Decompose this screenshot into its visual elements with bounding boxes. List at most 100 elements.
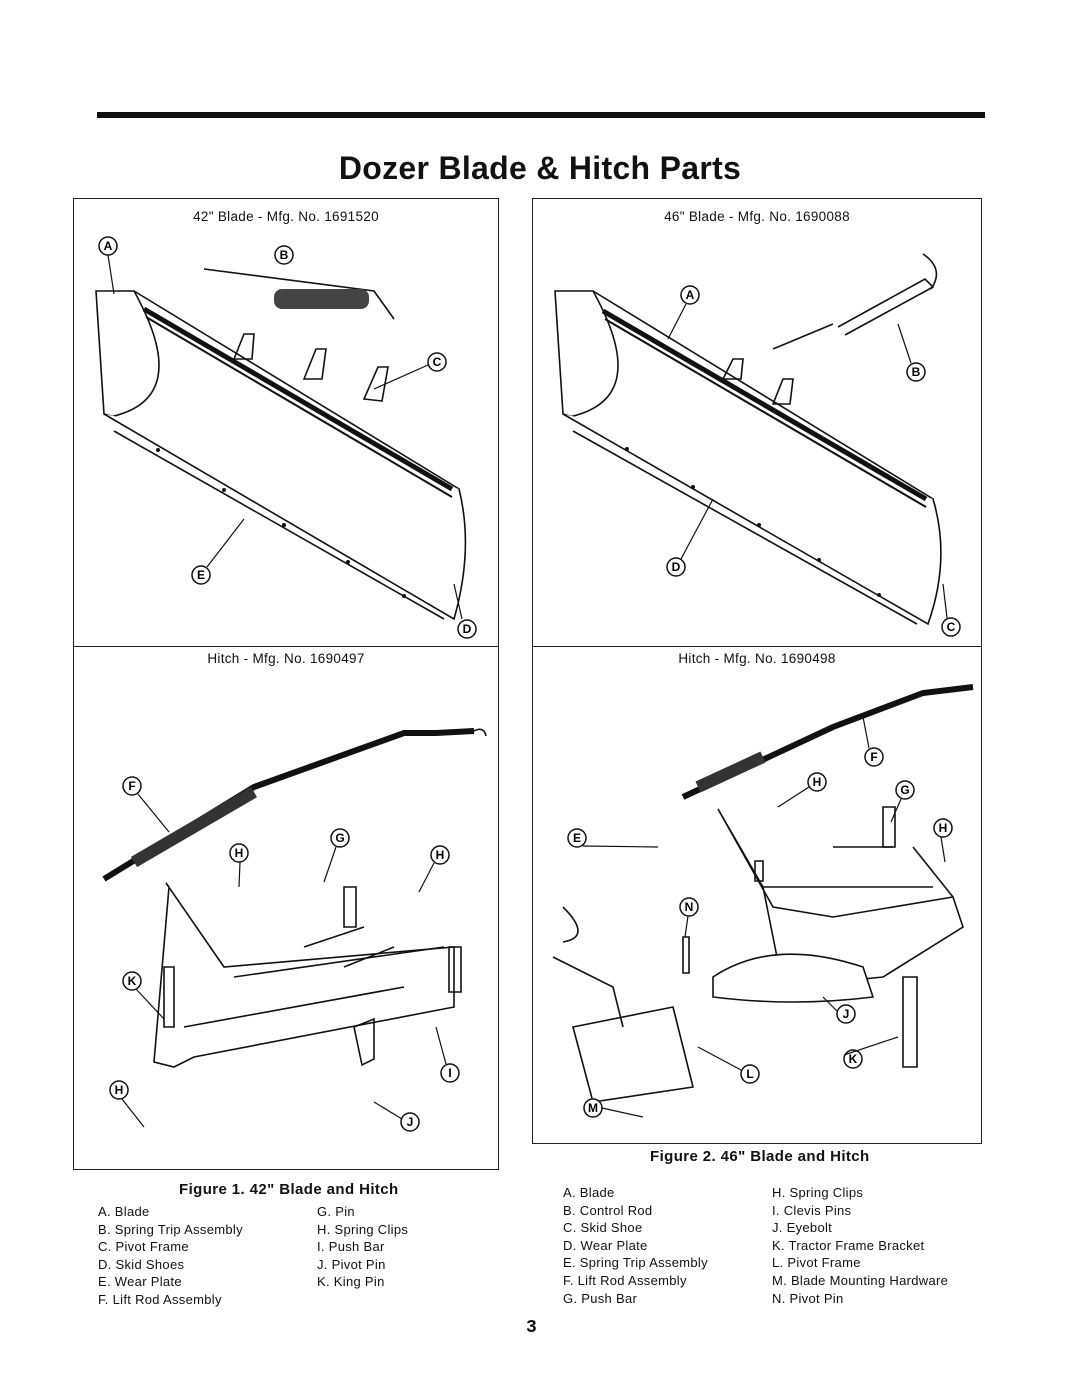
callout-g-label: G: [900, 783, 909, 797]
callout-d-label: D: [672, 560, 681, 574]
callout-e: [191, 565, 211, 585]
callout-a-label: A: [686, 288, 695, 302]
blade-46-drawing: A B D C: [554, 253, 961, 637]
callout-g-label: G: [335, 831, 344, 845]
callout-h-3: [109, 1080, 129, 1100]
legend-item: K. King Pin: [317, 1274, 385, 1290]
callout-c-label: C: [433, 355, 442, 369]
callout-d: [457, 619, 477, 639]
callout-f: [122, 776, 142, 796]
callout-d: [666, 557, 686, 577]
callout-e: [567, 828, 587, 848]
page-title: Dozer Blade & Hitch Parts: [338, 150, 742, 186]
legend-item: K. Tractor Frame Bracket: [772, 1237, 925, 1253]
callout-j-label: J: [843, 1007, 850, 1021]
panel-label-hitch-42: Hitch - Mfg. No. 1690497: [207, 651, 365, 666]
hitch-42-callouts: F G H H K H I J: [109, 776, 460, 1132]
blade-42-drawing: A B C E D: [95, 236, 477, 639]
legend-item: I. Push Bar: [317, 1239, 385, 1255]
callout-h-2-label: H: [436, 848, 445, 862]
legend-item: J. Pivot Pin: [317, 1256, 386, 1272]
header-rule: [97, 112, 985, 118]
callout-n: [679, 897, 699, 917]
callout-m-label: M: [588, 1101, 598, 1115]
figure-2-legend-right: H. Spring Clips I. Clevis Pins J. Eyebol…: [772, 1184, 948, 1307]
callout-h-2-label: H: [939, 821, 948, 835]
callout-n-label: N: [685, 900, 694, 914]
callout-h-1-label: H: [235, 846, 244, 860]
legend-item: H. Spring Clips: [317, 1221, 409, 1237]
figure-1-legend-right: G. Pin H. Spring Clips I. Push Bar J. Pi…: [317, 1203, 408, 1291]
legend-item: N. Pivot Pin: [772, 1290, 844, 1306]
callout-e-label: E: [573, 831, 581, 845]
callout-e-label: E: [197, 568, 205, 582]
panel-hitch-42: Hitch - Mfg. No. 1690497 F G H H: [73, 646, 499, 1170]
legend-item: C. Pivot Frame: [98, 1239, 189, 1255]
callout-l-label: L: [746, 1067, 753, 1081]
hitch-46-drawing: F H G E H N J K L M: [552, 684, 974, 1118]
legend-item: I. Clevis Pins: [772, 1202, 852, 1218]
legend-item: C. Skid Shoe: [563, 1220, 643, 1236]
callout-j-label: J: [407, 1115, 414, 1129]
legend-item: D. Skid Shoes: [98, 1256, 185, 1272]
legend-item: A. Blade: [563, 1185, 615, 1200]
callout-l: [740, 1064, 760, 1084]
legend-item: B. Spring Trip Assembly: [98, 1221, 243, 1237]
hitch-46-callouts: F H G E H N J K L M: [567, 747, 953, 1118]
callout-k: [843, 1049, 863, 1069]
legend-item: L. Pivot Frame: [772, 1255, 861, 1271]
blade-42-callouts: A B C E D: [98, 236, 477, 639]
panel-label-blade-42: 42" Blade - Mfg. No. 1691520: [193, 209, 379, 224]
callout-h-1: [807, 772, 827, 792]
callout-c: [941, 617, 961, 637]
callout-h-1: [229, 843, 249, 863]
callout-f-label: F: [128, 779, 135, 793]
figure-1-legend-left: A. Blade B. Spring Trip Assembly C. Pivo…: [98, 1203, 243, 1309]
blade-46-callouts: A B D C: [666, 285, 961, 637]
callout-b: [274, 245, 294, 265]
callout-h-1-label: H: [813, 775, 822, 789]
callout-i: [440, 1063, 460, 1083]
callout-g: [895, 780, 915, 800]
legend-item: M. Blade Mounting Hardware: [772, 1272, 949, 1288]
callout-k: [122, 971, 142, 991]
callout-h-3-label: H: [115, 1083, 124, 1097]
callout-j: [400, 1112, 420, 1132]
callout-k-label: K: [128, 974, 137, 988]
legend-item: F. Lift Rod Assembly: [98, 1291, 222, 1307]
callout-b-label: B: [280, 248, 289, 262]
legend-item: F. Lift Rod Assembly: [563, 1272, 687, 1288]
callout-k-label: K: [849, 1052, 858, 1066]
callout-f-label: F: [870, 750, 877, 764]
hitch-42-drawing: F G H H K H I J: [102, 728, 487, 1132]
figure-2-caption: Figure 2. 46" Blade and Hitch: [650, 1148, 870, 1165]
legend-item: H. Spring Clips: [772, 1185, 864, 1200]
panel-label-hitch-46: Hitch - Mfg. No. 1690498: [678, 651, 836, 666]
callout-g: [330, 828, 350, 848]
callout-i-label: I: [448, 1066, 451, 1080]
legend-item: G. Pin: [317, 1204, 355, 1219]
callout-d-label: D: [463, 622, 472, 636]
callout-b-label: B: [912, 365, 921, 379]
panel-blade-46: 46" Blade - Mfg. No. 1690088 A B D: [532, 198, 982, 648]
legend-item: J. Eyebolt: [772, 1220, 833, 1236]
legend-item: D. Wear Plate: [563, 1237, 648, 1253]
panel-label-blade-46: 46" Blade - Mfg. No. 1690088: [664, 209, 850, 224]
callout-b: [906, 362, 926, 382]
panel-hitch-46: Hitch - Mfg. No. 1690498 F H G E: [532, 646, 982, 1144]
callout-f: [864, 747, 884, 767]
legend-item: B. Control Rod: [563, 1202, 653, 1218]
legend-item: A. Blade: [98, 1204, 150, 1219]
panel-blade-42: 42" Blade - Mfg. No. 1691520 A B C: [73, 198, 499, 648]
figure-2-legend-left: A. Blade B. Control Rod C. Skid Shoe D. …: [563, 1184, 708, 1307]
callout-a: [680, 285, 700, 305]
legend-item: E. Spring Trip Assembly: [563, 1255, 708, 1271]
callout-h-2: [430, 845, 450, 865]
callout-h-2: [933, 818, 953, 838]
page-number: 3: [526, 1318, 537, 1338]
callout-j: [836, 1004, 856, 1024]
legend-item: E. Wear Plate: [98, 1274, 182, 1290]
figure-1-caption: Figure 1. 42" Blade and Hitch: [179, 1181, 399, 1198]
callout-c-label: C: [947, 620, 956, 634]
legend-item: G. Push Bar: [563, 1290, 638, 1306]
